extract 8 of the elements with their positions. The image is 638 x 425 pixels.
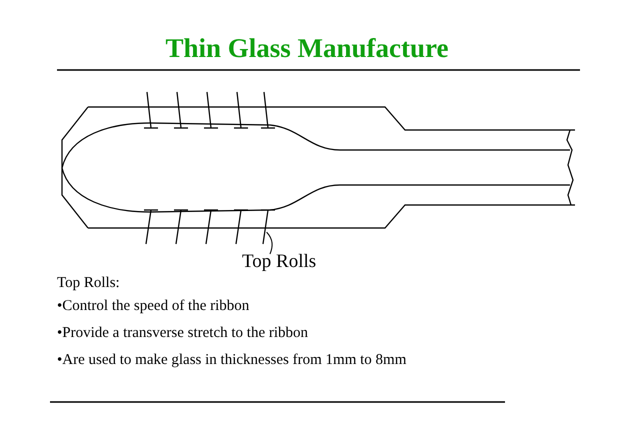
bullet-text: •Are used to make glass in thicknesses from 1mm to 8mm <box>57 352 406 369</box>
roll <box>260 209 276 245</box>
heading-text: Top Rolls: <box>57 275 120 292</box>
part-label: Top Rolls <box>242 251 316 273</box>
leader-line <box>266 232 273 254</box>
bullet-text: •Provide a transverse stretch to the ribbon <box>57 325 308 342</box>
title: Thin Glass Manufacture <box>164 33 450 64</box>
bullet-text: •Control the speed of the ribbon <box>57 298 250 315</box>
